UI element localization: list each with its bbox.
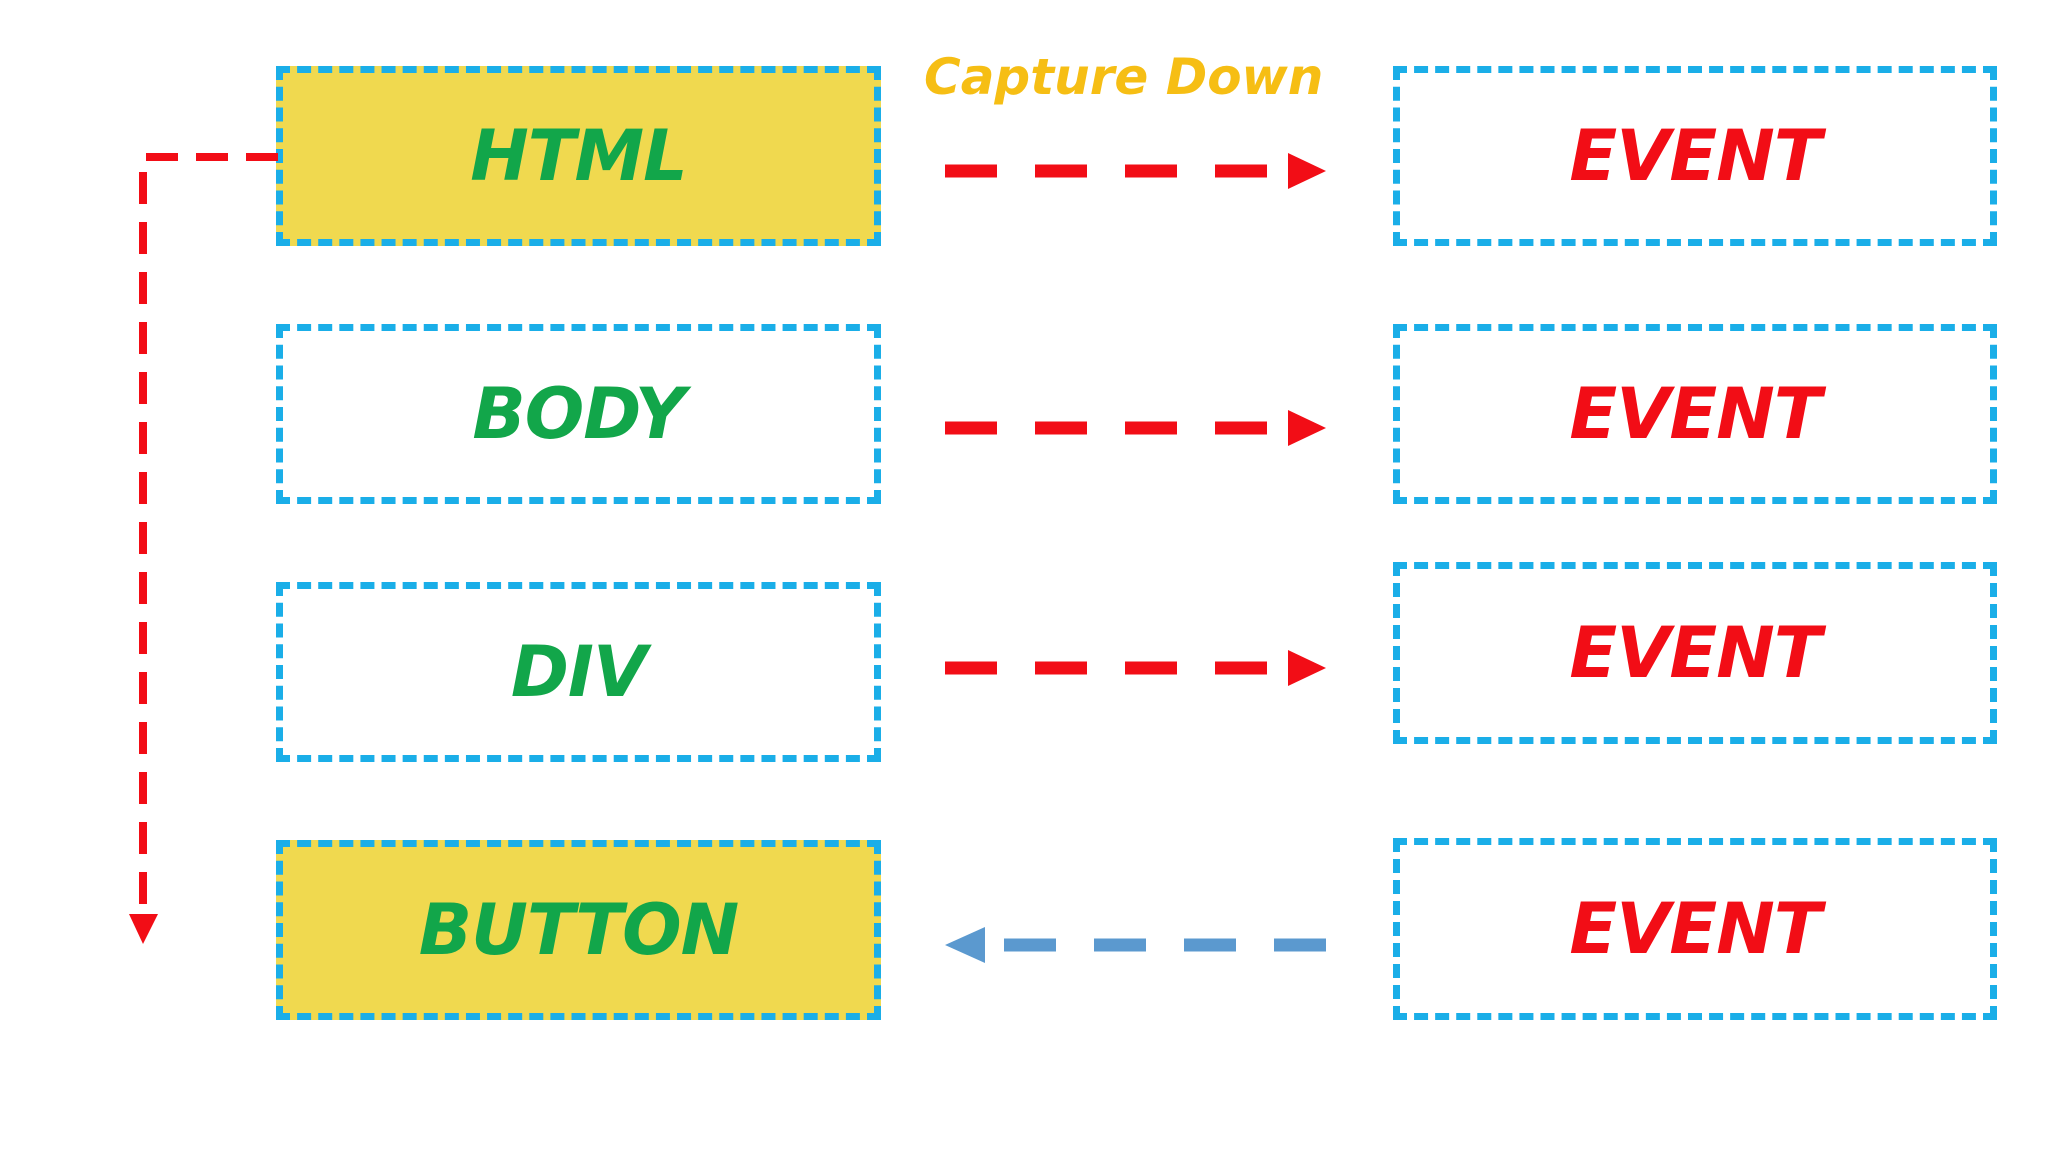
event-label-1: EVENT [1569,115,1821,197]
node-button-label: BUTTON [418,889,739,971]
node-body-box: BODY [276,324,881,504]
capture-arrow-row-2 [945,410,1326,446]
event-label-4: EVENT [1569,888,1821,970]
return-arrow-row-4 [945,927,1326,963]
capture-down-caption: Capture Down [924,48,1324,106]
node-div-box: DIV [276,582,881,762]
event-label-2: EVENT [1569,373,1821,455]
event-box-1: EVENT [1393,66,1997,246]
event-box-3: EVENT [1393,562,1997,744]
node-div-label: DIV [510,631,647,713]
capture-path-arrow [129,153,278,944]
node-html-box: HTML [276,66,881,246]
event-label-3: EVENT [1569,612,1821,694]
event-box-2: EVENT [1393,324,1997,504]
event-box-4: EVENT [1393,838,1997,1020]
node-html-label: HTML [470,115,688,197]
node-button-box: BUTTON [276,840,881,1020]
node-body-label: BODY [472,373,685,455]
capture-arrow-row-3 [945,650,1326,686]
capture-arrow-row-1 [945,153,1326,189]
